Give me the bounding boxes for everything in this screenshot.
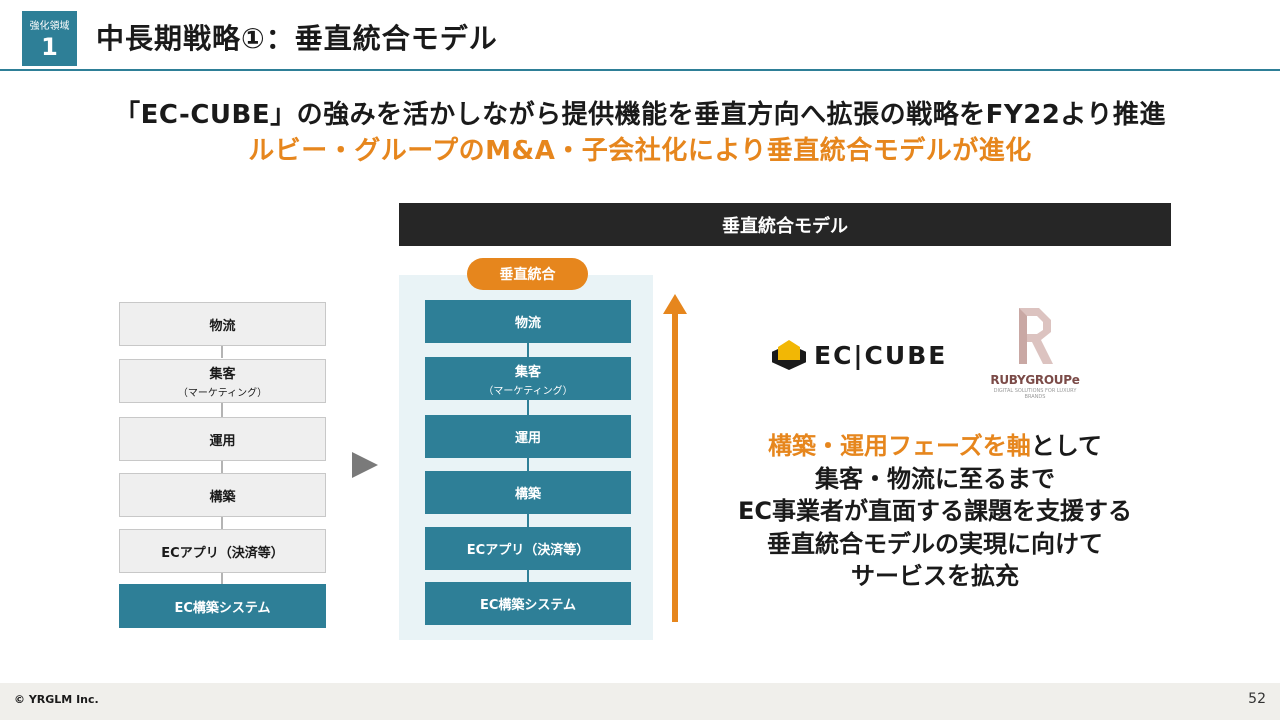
stack-connector	[221, 573, 223, 585]
model-item-label: 集客	[514, 364, 541, 380]
stack-connector	[221, 461, 223, 474]
rubygroupe-logo: RUBYGROUPe DIGITAL SOLUTIONS FOR LUXURY …	[990, 306, 1080, 400]
message-line-4: 垂直統合モデルの実現に向けて	[767, 529, 1103, 558]
strategy-area-badge: 強化領域 1	[22, 11, 77, 66]
stack-item-label: 構築	[209, 489, 236, 505]
message-line-1-rest: として	[1030, 432, 1103, 460]
model-item-label: 物流	[514, 316, 541, 331]
model-item-ec-app: ECアプリ（決済等）	[425, 527, 631, 570]
stack-item-label: EC構築システム	[174, 600, 271, 616]
stack-item-label: ECアプリ（決済等）	[161, 545, 284, 561]
model-item-operation: 運用	[425, 415, 631, 458]
stack-item-label: 集客	[209, 367, 236, 382]
page-number: 52	[1248, 691, 1266, 707]
model-item-label: EC構築システム	[479, 598, 577, 613]
stack-item-label: 物流	[209, 318, 236, 334]
message-highlight: 構築・運用フェーズを軸	[767, 432, 1031, 460]
model-item-ec-system: EC構築システム	[425, 582, 631, 625]
model-header: 垂直統合モデル	[399, 203, 1171, 246]
rubygroupe-wordmark: RUBYGROUPe	[990, 373, 1080, 387]
eccube-logo: EC|CUBE	[772, 340, 947, 370]
up-arrow-icon	[663, 294, 687, 314]
model-item-marketing: 集客 （マーケティング）	[425, 357, 631, 400]
headline-line-1: 「EC-CUBE」の強みを活かしながら提供機能を垂直方向へ拡張の戦略をFY22よ…	[114, 100, 1166, 130]
message-line-2: 集客・物流に至るまで	[815, 464, 1055, 493]
stack-item-marketing: 集客 （マーケティング）	[119, 359, 326, 403]
stack-connector	[221, 346, 223, 358]
eccube-wordmark: EC|CUBE	[814, 340, 948, 370]
model-item-logistics: 物流	[425, 300, 631, 343]
footer: © YRGLM Inc. 52	[0, 683, 1280, 720]
model-item-label: 構築	[514, 487, 541, 502]
stack-item-operation: 運用	[119, 417, 326, 461]
model-item-label: ECアプリ（決済等）	[466, 543, 590, 558]
stack-item-build: 構築	[119, 473, 326, 517]
stack-connector	[221, 517, 223, 529]
copyright: © YRGLM Inc.	[14, 693, 99, 706]
stack-item-ec-app: ECアプリ（決済等）	[119, 529, 326, 573]
badge-number: 1	[41, 33, 58, 61]
up-arrow-shaft	[672, 312, 678, 622]
stack-item-label: 運用	[209, 433, 236, 449]
model-item-sublabel: （マーケティング）	[483, 385, 573, 397]
rubygroupe-tagline: DIGITAL SOLUTIONS FOR LUXURY BRANDS	[993, 388, 1077, 400]
eccube-cube-icon	[772, 340, 806, 370]
rubygroupe-r-icon	[1019, 308, 1053, 364]
stack-connector	[527, 458, 529, 471]
stack-item-sublabel: （マーケティング）	[177, 388, 268, 399]
integration-pill: 垂直統合	[467, 258, 588, 290]
stack-connector	[527, 343, 529, 357]
headline-line-2: ルビー・グループのM&A・子会社化により垂直統合モデルが進化	[248, 136, 1032, 166]
transition-arrow-icon	[352, 452, 378, 478]
stack-item-logistics: 物流	[119, 302, 326, 346]
stack-connector	[221, 403, 223, 418]
stack-connector	[527, 400, 529, 415]
message-line-3: EC事業者が直面する課題を支援する	[737, 497, 1132, 525]
badge-label: 強化領域	[29, 21, 70, 32]
title-divider	[0, 69, 1280, 71]
message-line-5: サービスを拡充	[851, 562, 1019, 590]
model-item-label: 運用	[514, 431, 541, 446]
stack-connector	[527, 514, 529, 527]
message-line-1: 構築・運用フェーズを軸として	[700, 430, 1170, 463]
model-item-build: 構築	[425, 471, 631, 514]
page-title: 中長期戦略①：垂直統合モデル	[96, 22, 498, 55]
stack-connector	[527, 570, 529, 582]
strategy-message: 構築・運用フェーズを軸として 集客・物流に至るまで EC事業者が直面する課題を支…	[700, 430, 1170, 593]
stack-item-ec-system: EC構築システム	[119, 584, 326, 628]
